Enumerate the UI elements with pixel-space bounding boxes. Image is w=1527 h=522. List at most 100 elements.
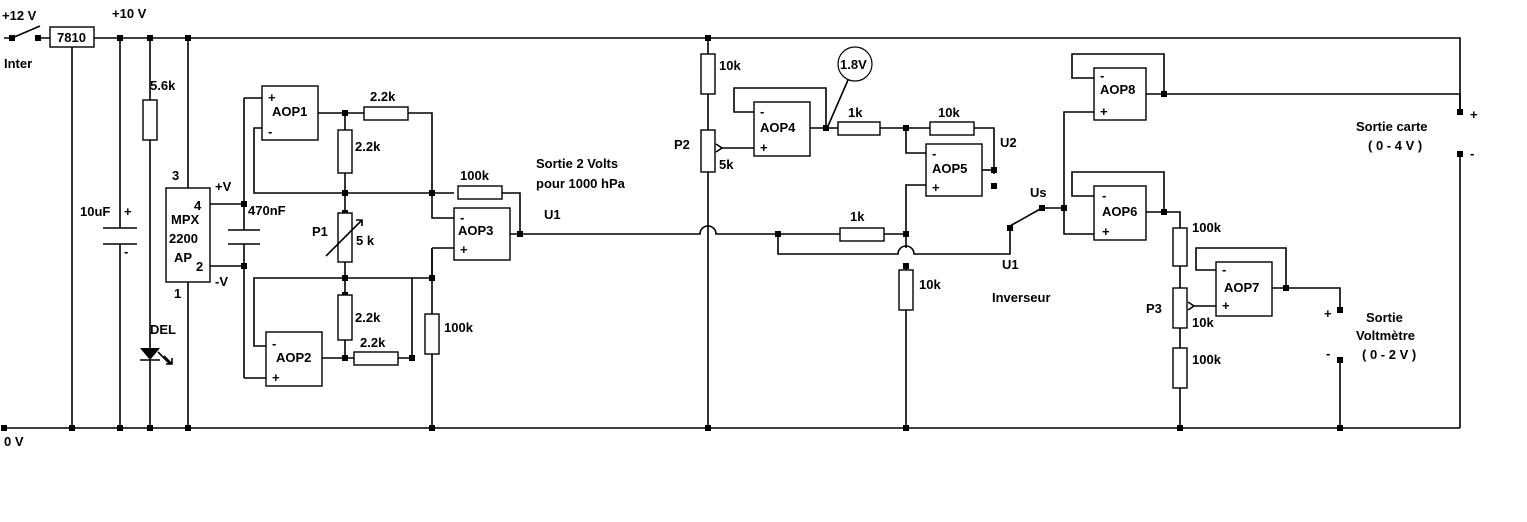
regulator-7810 — [49, 26, 95, 48]
label-cap-sensor: 470nF — [248, 203, 286, 218]
label-cap-plus: + — [124, 204, 132, 219]
label-u1-switch: U1 — [1002, 257, 1019, 272]
led-del — [140, 348, 173, 365]
resistor-5-6k — [142, 99, 158, 141]
label-aop8-minus: - — [1100, 68, 1104, 83]
label-sensor-line2: 2200 — [169, 231, 198, 246]
label-r-gnd-mid: 10k — [919, 277, 941, 292]
label-sensor-vminus: -V — [215, 274, 228, 289]
resistor-100k-p3-bot — [1172, 347, 1188, 389]
label-0v: 0 V — [4, 434, 24, 449]
resistor-1k-u1 — [839, 227, 885, 242]
label-carte-plus: + — [1470, 107, 1478, 122]
label-aop3-minus: - — [460, 210, 464, 225]
label-sortie-volt-line2: Voltmètre — [1356, 328, 1415, 343]
opamp-aop5 — [925, 143, 983, 197]
opamp-aop2 — [265, 331, 323, 387]
label-sortie-2v-line2: pour 1000 hPa — [536, 176, 626, 191]
resistor-10k-aop5 — [929, 121, 975, 136]
label-aop7-minus: - — [1222, 262, 1226, 277]
label-aop4: AOP4 — [760, 120, 796, 135]
label-sortie-carte-range: ( 0 - 4 V ) — [1368, 138, 1422, 153]
label-aop4-plus: + — [760, 140, 768, 155]
opamp-aop4 — [753, 101, 811, 157]
label-p2-value: 5k — [719, 157, 734, 172]
potentiometer-p2 — [700, 129, 723, 173]
label-aop2: AOP2 — [276, 350, 311, 365]
label-aop5: AOP5 — [932, 161, 967, 176]
resistor-100k-p3-top — [1172, 227, 1188, 267]
opamp-aop1 — [261, 85, 319, 141]
label-sensor-pin4: 4 — [194, 198, 202, 213]
label-aop2-minus: - — [272, 336, 276, 351]
resistor-2-2k-bot-h — [353, 351, 399, 366]
resistor-2-2k-bot-v — [337, 294, 353, 341]
label-cap-minus: - — [124, 244, 128, 259]
label-aop5-minus: - — [932, 146, 936, 161]
opamp-aop3 — [453, 207, 511, 261]
label-r-aop5-fb: 10k — [938, 105, 960, 120]
label-aop1-plus: + — [268, 90, 276, 105]
label-volt-plus: + — [1324, 306, 1332, 321]
label-r-top-v: 2.2k — [355, 139, 381, 154]
label-p1: P1 — [312, 224, 328, 239]
label-p3-value: 10k — [1192, 315, 1214, 330]
opamp-aop7 — [1215, 261, 1273, 317]
label-r-top-h: 2.2k — [370, 89, 396, 104]
label-sortie-carte: Sortie carte — [1356, 119, 1428, 134]
label-inter: Inter — [4, 56, 32, 71]
label-aop3-plus: + — [460, 242, 468, 257]
label-aop6-minus: - — [1102, 188, 1106, 203]
label-sortie-2v-line1: Sortie 2 Volts — [536, 156, 618, 171]
label-carte-minus: - — [1470, 146, 1474, 161]
label-p3: P3 — [1146, 301, 1162, 316]
resistor-10k-p2-top — [700, 53, 716, 95]
label-sensor-vplus: +V — [215, 179, 232, 194]
label-aop8-plus: + — [1100, 104, 1108, 119]
label-r-gnd-aop3: 100k — [444, 320, 474, 335]
label-r-u1-in: 1k — [850, 209, 865, 224]
resistor-100k-gnd — [424, 313, 440, 355]
label-r-p2-top: 10k — [719, 58, 741, 73]
wires — [4, 25, 1461, 429]
label-r-bot-v: 2.2k — [355, 310, 381, 325]
label-aop1: AOP1 — [272, 104, 307, 119]
label-p2: P2 — [674, 137, 690, 152]
label-aop1-minus: - — [268, 124, 272, 139]
label-aop6: AOP6 — [1102, 204, 1137, 219]
label-sortie-volt-range: ( 0 - 2 V ) — [1362, 347, 1416, 362]
label-sortie-volt-line1: Sortie — [1366, 310, 1403, 325]
label-u2: U2 — [1000, 135, 1017, 150]
label-volt-minus: - — [1326, 346, 1330, 361]
potentiometer-p1 — [325, 212, 363, 263]
label-12v: +12 V — [2, 8, 37, 23]
resistor-2-2k-top-h — [363, 106, 409, 121]
label-r-p3-top: 100k — [1192, 220, 1222, 235]
label-u1: U1 — [544, 207, 561, 222]
opamp-aop6 — [1093, 185, 1147, 241]
label-aop5-plus: + — [932, 180, 940, 195]
label-r-bot-h: 2.2k — [360, 335, 386, 350]
label-aop6-plus: + — [1102, 224, 1110, 239]
resistor-2-2k-top-v — [337, 129, 353, 174]
sensor-mpx2200ap — [165, 187, 211, 283]
label-aop2-plus: + — [272, 370, 280, 385]
label-r-aop4-out: 1k — [848, 105, 863, 120]
label-led: DEL — [150, 322, 176, 337]
label-r-led: 5.6k — [150, 78, 176, 93]
label-r-fb-aop3: 100k — [460, 168, 490, 183]
label-cap-supply: 10uF — [80, 204, 110, 219]
label-aop3: AOP3 — [458, 223, 493, 238]
label-bubble: 1.8V — [840, 57, 867, 72]
label-10v: +10 V — [112, 6, 147, 21]
label-aop7: AOP7 — [1224, 280, 1259, 295]
resistor-1k-aop4 — [837, 121, 881, 136]
label-us: Us — [1030, 185, 1047, 200]
label-r-p3-bot: 100k — [1192, 352, 1222, 367]
label-sensor-pin3: 3 — [172, 168, 179, 183]
label-sensor-line3: AP — [174, 250, 192, 265]
resistor-10k-gnd-mid — [898, 269, 914, 311]
label-sensor-pin1: 1 — [174, 286, 181, 301]
label-aop7-plus: + — [1222, 298, 1230, 313]
